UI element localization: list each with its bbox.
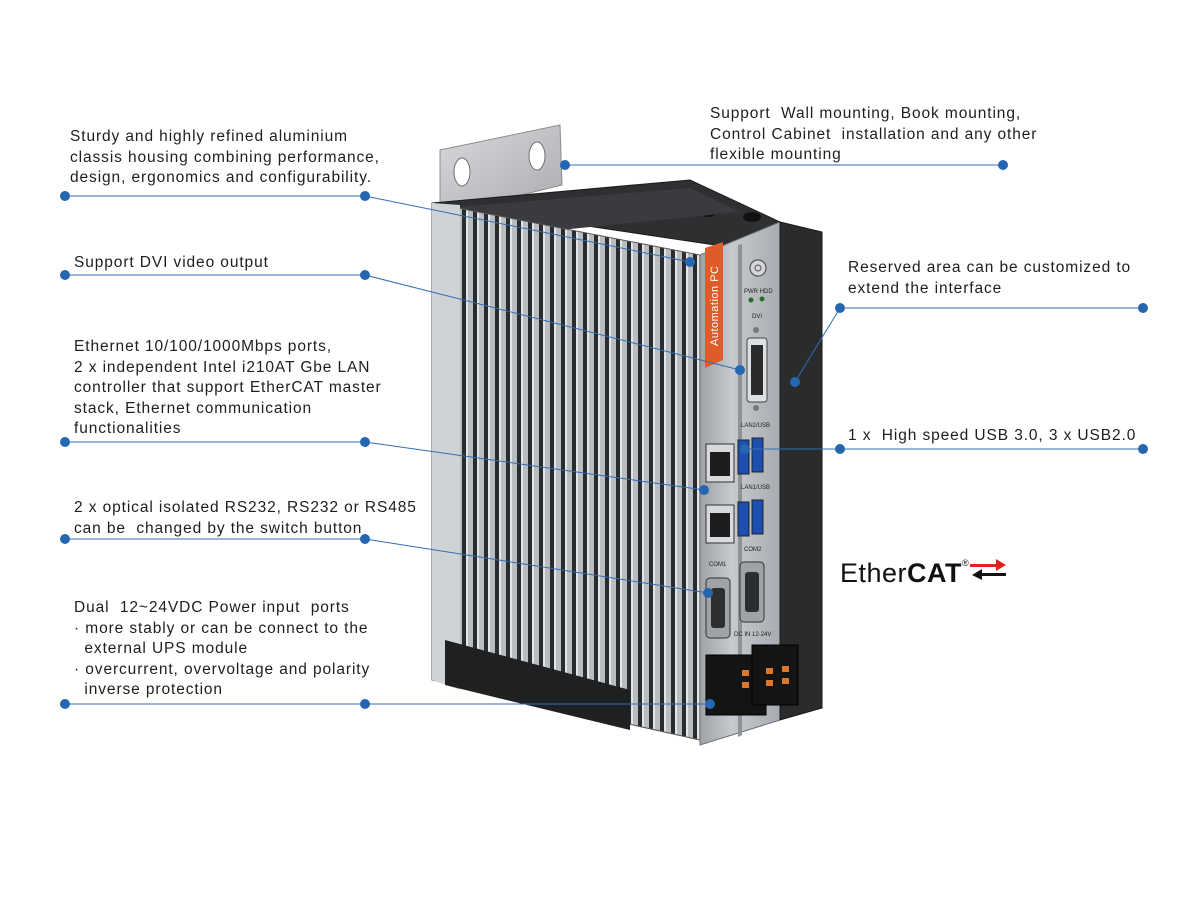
callout-dot <box>360 699 370 709</box>
leader-reserved <box>794 307 1143 383</box>
callout-dot <box>360 270 370 280</box>
svg-text:COM1: COM1 <box>709 562 727 568</box>
power-button <box>749 259 767 277</box>
callout-dot <box>60 191 70 201</box>
callout-dot <box>998 160 1008 170</box>
led-pwr <box>748 297 754 303</box>
svg-text:DVI: DVI <box>752 314 762 320</box>
callout-dot <box>703 588 713 598</box>
usb-port <box>737 501 750 537</box>
usb-port <box>737 439 750 475</box>
callout-dot <box>360 191 370 201</box>
svg-text:DC IN 12-24V: DC IN 12-24V <box>734 632 771 638</box>
svg-text:PWR HDD: PWR HDD <box>744 289 773 295</box>
bracket-hole <box>453 157 471 187</box>
callout-dot <box>60 270 70 280</box>
callout-dot <box>735 365 745 375</box>
callout-dot <box>360 437 370 447</box>
annotation-dvi: Support DVI video output <box>74 254 269 271</box>
side-label-strip <box>705 242 723 368</box>
usb-port <box>751 437 764 473</box>
logo-ether-text: Ether <box>840 558 908 588</box>
annotation-usb: 1 x High speed USB 3.0, 3 x USB2.0 <box>848 427 1137 444</box>
callout-dot <box>699 485 709 495</box>
logo-cat-text: CAT <box>907 558 963 588</box>
ethercat-logo: EtherCAT® <box>840 558 1006 598</box>
side-label-text: Automation PC <box>709 266 721 346</box>
callout-dot <box>360 534 370 544</box>
usb-port <box>751 499 764 535</box>
callout-dot <box>60 437 70 447</box>
dc-power-connector <box>751 644 799 706</box>
callout-dot <box>705 699 715 709</box>
annotation-mounting: Support Wall mounting, Book mounting, Co… <box>710 105 1038 163</box>
callout-dot <box>60 534 70 544</box>
callout-dot <box>60 699 70 709</box>
svg-text:LAN1/USB: LAN1/USB <box>741 485 770 491</box>
callout-dot <box>560 160 570 170</box>
callout-dot <box>1138 303 1148 313</box>
annotation-housing: Sturdy and highly refined aluminium clas… <box>70 128 380 186</box>
leader-serial <box>65 538 709 594</box>
callout-dot <box>835 303 845 313</box>
reserved-area <box>779 221 823 721</box>
logo-registered-mark: ® <box>962 558 969 568</box>
led-hdd <box>759 296 765 302</box>
svg-text:COM2: COM2 <box>744 547 762 553</box>
annotation-ethernet: Ethernet 10/100/1000Mbps ports, 2 x inde… <box>74 338 382 437</box>
annotation-reserved: Reserved area can be customized to exten… <box>848 259 1132 297</box>
logo-arrows-icon <box>970 559 1006 580</box>
annotation-serial: 2 x optical isolated RS232, RS232 or RS4… <box>74 499 417 537</box>
callout-dot <box>1138 444 1148 454</box>
callout-dot <box>685 257 695 267</box>
bracket-hole <box>528 141 546 171</box>
svg-text:LAN2/USB: LAN2/USB <box>741 423 770 429</box>
leader-ethernet <box>65 441 705 491</box>
annotation-power: Dual 12~24VDC Power input ports · more s… <box>74 599 371 698</box>
callout-dot <box>835 444 845 454</box>
callout-dot <box>740 444 750 454</box>
callout-dot <box>790 377 800 387</box>
